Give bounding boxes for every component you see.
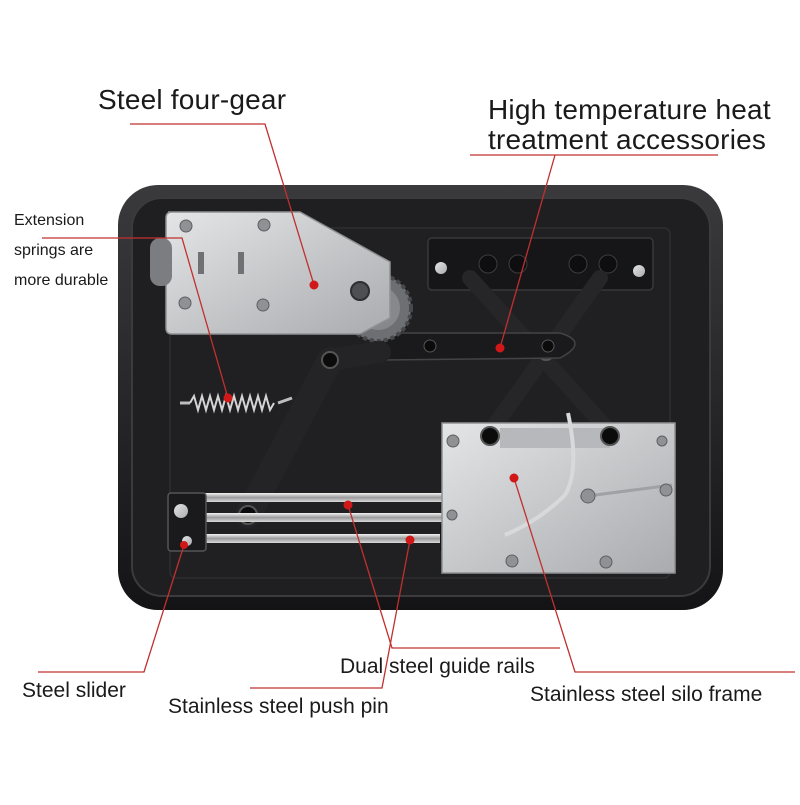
silo-frame xyxy=(441,412,676,574)
leader-lines xyxy=(38,123,795,689)
leader-slider xyxy=(38,544,185,673)
label-push-pin: Stainless steel push pin xyxy=(168,695,389,718)
label-slider: Steel slider xyxy=(22,679,126,702)
guide-rail-lower xyxy=(195,534,445,543)
dot-slider xyxy=(180,541,188,549)
label-silo-frame: Stainless steel silo frame xyxy=(530,683,763,706)
label-springs-line1: Extension xyxy=(14,212,85,229)
dot-springs xyxy=(223,393,233,403)
anchor-dots xyxy=(180,280,519,549)
leader-guide-rails xyxy=(347,504,560,649)
leader-springs xyxy=(42,237,229,399)
steel-slider xyxy=(167,492,207,552)
guide-rails xyxy=(195,493,460,551)
dot-silo-frame xyxy=(509,473,519,483)
leader-silo-frame xyxy=(513,477,795,673)
bracket-screw-left xyxy=(435,262,447,274)
bracket-screw-right xyxy=(633,265,645,277)
guide-rail-upper xyxy=(200,493,445,502)
leader-four-gear xyxy=(130,123,315,286)
four-gear-plate xyxy=(165,211,391,335)
label-springs-line2: springs are xyxy=(14,242,94,259)
leader-heat-treatment xyxy=(499,154,556,349)
guide-rail-middle xyxy=(200,513,445,522)
leader-push-pin xyxy=(250,539,411,689)
dot-guide-rails xyxy=(343,500,353,510)
top-bracket xyxy=(427,237,654,291)
label-heat-line1: High temperature heat xyxy=(488,94,771,125)
label-springs-line3: more durable xyxy=(14,272,109,289)
label-guide-rails: Dual steel guide rails xyxy=(340,655,535,678)
spring-post xyxy=(150,238,172,286)
extension-spring xyxy=(180,392,293,414)
label-four-gear: Steel four-gear xyxy=(98,84,287,115)
label-heat-line2: treatment accessories xyxy=(488,124,767,155)
dot-heat-treatment xyxy=(495,343,505,353)
dot-push-pin xyxy=(405,535,415,545)
dot-four-gear xyxy=(309,280,319,290)
